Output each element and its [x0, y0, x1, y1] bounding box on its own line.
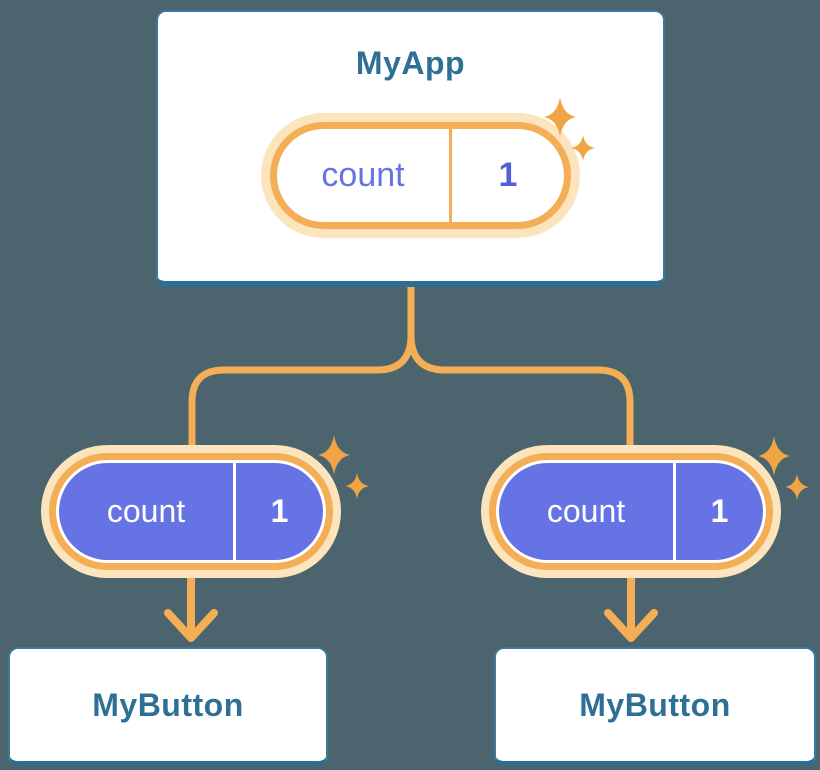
state-pill-value: 1: [449, 129, 564, 222]
prop-pill-right-value: 1: [673, 463, 763, 560]
connector-root-to-right-child: [407, 287, 634, 450]
state-pill-count: count 1: [261, 113, 580, 238]
connector-root-to-left-child: [188, 287, 415, 450]
component-title-mybutton-right: MyButton: [579, 686, 731, 723]
prop-pill-right-name: count: [546, 493, 626, 529]
state-pill-ring: count 1: [270, 122, 571, 229]
prop-pill-right-ring: count 1: [489, 453, 773, 570]
component-card-mybutton-left: MyButton: [8, 647, 328, 766]
state-pill-name: count: [321, 156, 405, 194]
component-title-mybutton-left: MyButton: [92, 686, 244, 723]
prop-pill-right: count 1: [481, 445, 781, 578]
prop-pill-left-value: 1: [233, 463, 323, 560]
prop-pill-right-fill: count 1: [499, 463, 763, 560]
component-title-myapp: MyApp: [355, 45, 466, 81]
prop-pill-left-fill: count 1: [59, 463, 323, 560]
prop-pill-left-ring: count 1: [49, 453, 333, 570]
prop-pill-left-name: count: [106, 493, 186, 529]
component-card-mybutton-right: MyButton: [494, 647, 816, 766]
prop-pill-left: count 1: [41, 445, 341, 578]
